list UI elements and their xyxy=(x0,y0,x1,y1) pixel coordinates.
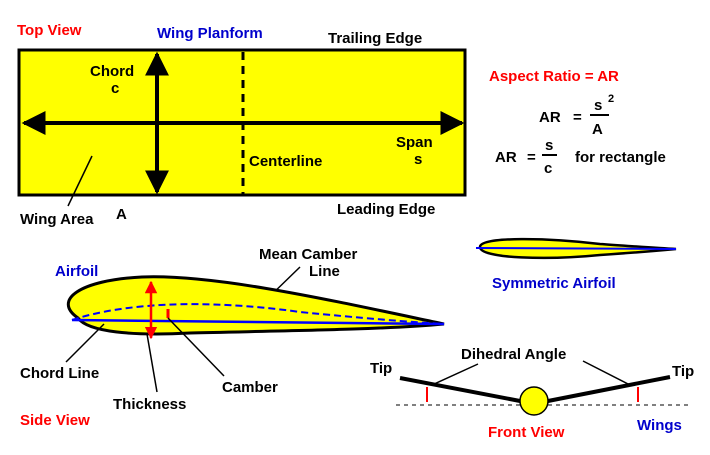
dihedral-pointer-right xyxy=(582,360,633,387)
top-view-title: Top View xyxy=(17,22,82,39)
eq2-denominator: c xyxy=(544,160,552,177)
trailing-edge-label: Trailing Edge xyxy=(328,30,422,47)
thickness-label: Thickness xyxy=(113,396,186,413)
camber-pointer xyxy=(167,317,225,377)
ar-lhs-2: AR xyxy=(495,149,517,166)
left-wing xyxy=(399,376,521,403)
span-symbol: s xyxy=(414,151,422,168)
ar-equals-1: = xyxy=(573,109,582,126)
right-wing xyxy=(547,375,671,403)
front-view-title: Front View xyxy=(488,424,565,441)
camber-label: Camber xyxy=(222,379,278,396)
wing-area-pointer xyxy=(67,155,93,207)
symmetric-airfoil-label: Symmetric Airfoil xyxy=(492,275,616,292)
eq1-denominator: A xyxy=(592,121,603,138)
chord-label: Chord xyxy=(90,63,134,80)
eq1-numerator: s xyxy=(594,97,602,114)
chord-line xyxy=(71,318,445,326)
eq2-numerator: s xyxy=(545,137,553,154)
dihedral-pointer-left xyxy=(431,363,479,386)
mean-camber-label-2: Line xyxy=(309,263,340,280)
tip-right-label: Tip xyxy=(672,363,694,380)
ar-equals-2: = xyxy=(527,149,536,166)
wing-area-label: Wing Area xyxy=(20,211,94,228)
thickness-pointer xyxy=(146,333,158,393)
mean-camber-label-1: Mean Camber xyxy=(259,246,358,263)
chord-line-label: Chord Line xyxy=(20,365,99,382)
airfoil-label: Airfoil xyxy=(55,263,98,280)
aspect-ratio-title: Aspect Ratio = AR xyxy=(489,68,619,85)
tip-left-label: Tip xyxy=(370,360,392,377)
mean-camber-line xyxy=(71,303,445,325)
fuselage xyxy=(519,386,549,416)
rectangle-note: for rectangle xyxy=(575,149,666,166)
wing-area-symbol: A xyxy=(116,206,127,223)
side-view-title: Side View xyxy=(20,412,90,429)
wing-planform-title: Wing Planform xyxy=(157,25,263,42)
symmetric-chord-line xyxy=(475,247,677,250)
span-label: Span xyxy=(396,134,433,151)
chord-symbol: c xyxy=(111,80,119,97)
leading-edge-label: Leading Edge xyxy=(337,201,435,218)
dihedral-angle-label: Dihedral Angle xyxy=(461,346,566,363)
eq1-exponent: 2 xyxy=(608,93,614,105)
centerline-label: Centerline xyxy=(249,153,322,170)
wings-label: Wings xyxy=(637,417,682,434)
ar-lhs-1: AR xyxy=(539,109,561,126)
airfoil-shape xyxy=(66,275,445,336)
chord-line-pointer xyxy=(65,323,105,363)
